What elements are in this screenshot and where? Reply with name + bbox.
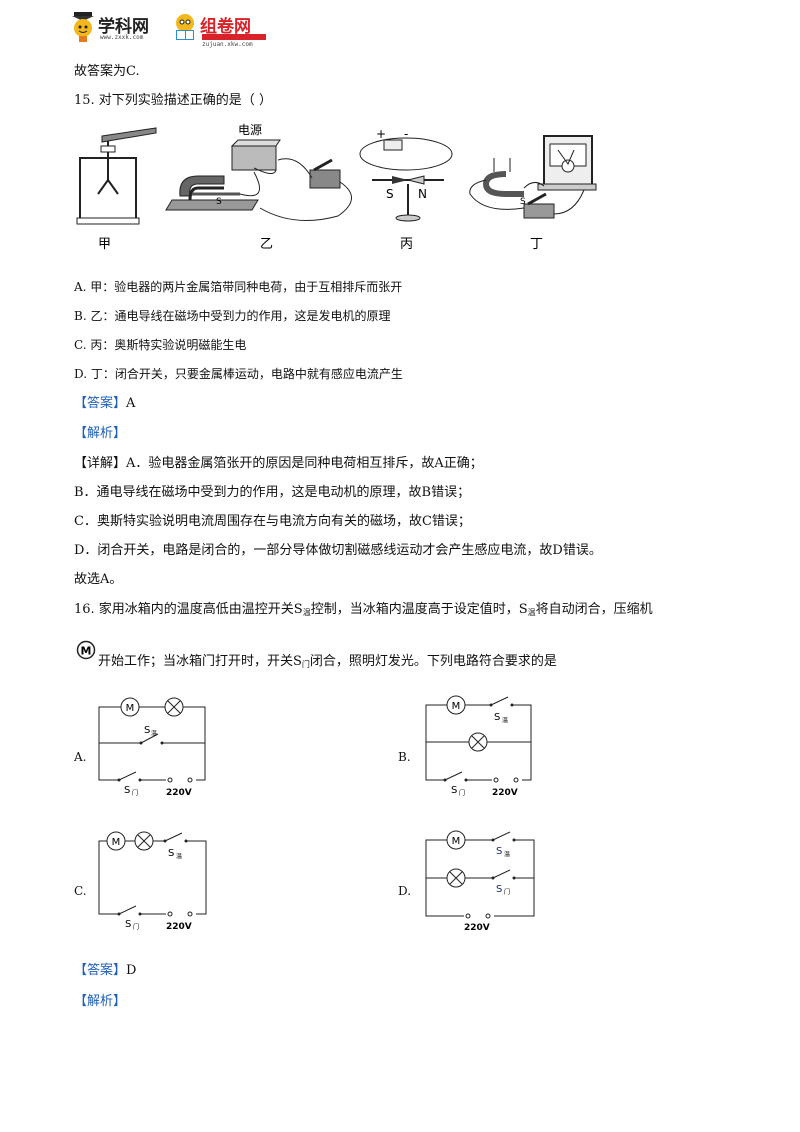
power-source-label: 电源 [238, 123, 262, 137]
answer-tag: 【答案】 [74, 396, 127, 411]
q15-option-d: D. 丁：闭合开关，只要金属棒运动，电路中就有感应电流产生 [74, 367, 403, 381]
stem-part: 开始工作；当冰箱门打开时，开关S [98, 654, 302, 669]
q16-option-b-letter: B. [398, 750, 411, 764]
q15-option-b: B. 乙：通电导线在磁场中受到力的作用，这是发电机的原理 [74, 309, 391, 323]
subscript-men: 门 [301, 660, 310, 669]
switch-s: S [124, 785, 130, 796]
answer-value: D [126, 963, 137, 978]
logo-zujuan-text: 组卷网 [200, 17, 251, 37]
needle-s-label: S [386, 187, 394, 201]
voltage-label: 220V [464, 923, 490, 933]
oersted-figure: + - S N [359, 127, 453, 222]
motor-symbol-letter: M [81, 645, 92, 658]
voltage-label: 220V [166, 788, 192, 798]
circuit-d: M S 温 S 门 220V [425, 830, 535, 933]
q15-detail-c: C．奥斯特实验说明电流周围存在与电流方向有关的磁场，故C错误； [74, 514, 471, 529]
mascot-icon [72, 12, 94, 42]
q15-option-a: A. 甲：验电器的两片金属箔带同种电荷，由于互相排斥而张开 [74, 280, 403, 294]
subscript-wen: 温 [302, 608, 311, 617]
electroscope-figure [76, 127, 157, 225]
switch-s-label: S [520, 197, 526, 207]
q15-answer: 【答案】A [74, 395, 135, 413]
switch-sub-men: 门 [133, 923, 139, 931]
switch-s: S [496, 846, 502, 857]
stem-part: 16. 家用冰箱内的温度高低由温控开关S [74, 602, 303, 617]
switch-sub-men: 门 [504, 888, 510, 896]
q15-detail-d: D．闭合开关，电路是闭合的，一部分导体做切割磁感线运动才会产生感应电流，故D错误… [74, 543, 602, 558]
circuit-b: M S 温 S 门 220V [425, 695, 532, 798]
q16-analysis-tag: 【解析】 [74, 994, 127, 1009]
motor-symbol: M [112, 837, 121, 848]
circuit-c: M S 温 S 门 220V [98, 831, 207, 932]
answer-tag: 【答案】 [74, 963, 127, 978]
magnet-s-label-b: S [216, 197, 222, 207]
voltage-label: 220V [492, 788, 518, 798]
answer-value: A [126, 396, 136, 411]
induction-figure: S [469, 135, 597, 219]
switch-s: S [125, 919, 131, 930]
header-logo-zxxk: 学科网 www.zxxk.com [70, 10, 165, 44]
q15-detail-a: 【详解】A．验电器金属箔张开的原因是同种电荷相互排斥，故A正确； [74, 455, 483, 473]
fig-label-yi: 乙 [260, 237, 273, 252]
circuit-a: M S 温 S 门 220V [98, 697, 206, 798]
switch-sub-men: 门 [459, 789, 465, 797]
switch-s: S [496, 884, 502, 895]
fig-label-bing: 丙 [400, 237, 413, 252]
q16-stem-line2: 开始工作；当冰箱门打开时，开关S门闭合，照明灯发光。下列电路符合要求的是 [98, 653, 557, 674]
stem-part: 控制，当冰箱内温度高于设定值时，S [310, 602, 528, 617]
q15-detail-b: B．通电导线在磁场中受到力的作用，这是电动机的原理，故B错误； [74, 485, 471, 500]
header-logo-zujuan: 组卷网 zujuan.xkw.com [172, 10, 272, 48]
needle-n-label: N [418, 187, 427, 201]
motor-symbol: M [126, 703, 135, 714]
q16-option-a-letter: A. [74, 750, 87, 764]
q15-figure: 电源 S + - S N S [76, 123, 597, 252]
subscript-wen: 温 [527, 608, 536, 617]
logo-zxxk-text: 学科网 [98, 17, 149, 37]
stem-part: 闭合，照明灯发光。下列电路符合要求的是 [309, 654, 557, 669]
logo-zujuan-url: zujuan.xkw.com [202, 41, 253, 48]
previous-answer: 故答案为C. [74, 64, 140, 79]
q15-option-c: C. 丙：奥斯特实验说明磁能生电 [74, 338, 247, 352]
switch-sub-men: 门 [132, 789, 138, 797]
q16-option-c-letter: C. [74, 884, 87, 898]
switch-s: S [451, 785, 457, 796]
battery-minus: - [404, 127, 408, 141]
fig-label-ding: 丁 [530, 237, 543, 252]
logo-zxxk-url: www.zxxk.com [100, 34, 144, 41]
motor-symbol: M [452, 836, 461, 847]
motor-symbol: M [452, 701, 461, 712]
switch-s: S [144, 725, 150, 736]
switch-sub-wen: 温 [504, 850, 510, 858]
switch-s: S [494, 712, 500, 723]
q16-stem-line1: 16. 家用冰箱内的温度高低由温控开关S温控制，当冰箱内温度高于设定值时，S温将… [74, 601, 653, 622]
motor-symbol-icon: M [76, 640, 96, 660]
q15-analysis-tag: 【解析】 [74, 426, 127, 441]
q16-answer: 【答案】D [74, 962, 136, 980]
voltage-label: 220V [166, 922, 192, 932]
stem-part: 将自动闭合，压缩机 [535, 602, 653, 617]
detail-line: A．验电器金属箔张开的原因是同种电荷相互排斥，故A正确； [126, 456, 483, 471]
q15-stem: 15. 对下列实验描述正确的是（ ） [74, 93, 272, 108]
q15-conclusion: 故选A。 [74, 572, 123, 587]
switch-s: S [168, 848, 174, 859]
fig-label-jia: 甲 [98, 237, 111, 252]
motor-principle-figure: 电源 S [165, 123, 352, 221]
q16-option-d-letter: D. [398, 884, 412, 898]
detail-tag: 【详解】 [74, 456, 127, 471]
mascot-reader-icon [176, 14, 194, 40]
battery-plus: + [376, 127, 386, 141]
switch-sub-wen: 温 [176, 852, 182, 860]
switch-sub-wen: 温 [151, 729, 157, 737]
switch-sub-wen: 温 [502, 716, 508, 724]
